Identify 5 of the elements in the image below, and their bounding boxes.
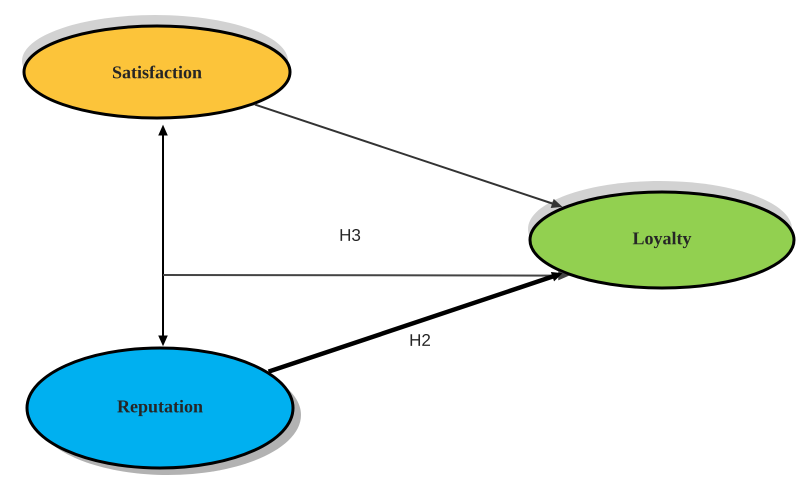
ellipse-node: Reputation (26, 346, 301, 475)
edge-label: H2 (408, 333, 432, 347)
ellipse-node: Loyalty (528, 181, 796, 290)
edge-label: H3 (338, 228, 362, 242)
ellipse-node: Satisfaction (22, 15, 292, 120)
